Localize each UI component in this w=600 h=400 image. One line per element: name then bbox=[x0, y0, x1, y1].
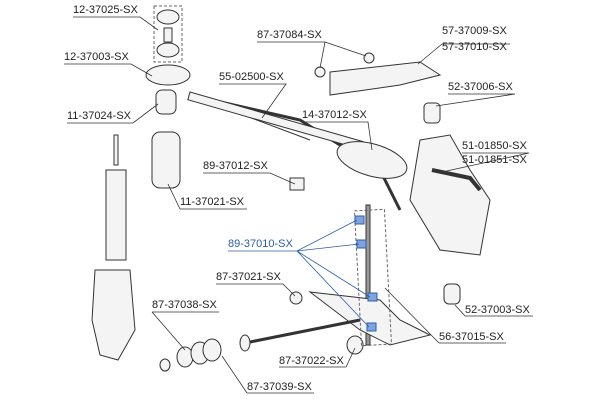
stabilizer-bushing bbox=[289, 177, 305, 191]
part-label-52-37006: 52-37006-SX bbox=[448, 81, 513, 93]
lower-control-arm bbox=[308, 291, 432, 346]
part-label-87-37022: 87-37022-SX bbox=[279, 355, 344, 367]
stabilizer-link bbox=[365, 204, 371, 346]
bushing-top bbox=[156, 9, 180, 25]
part-label-51-01850: 51-01850-SX bbox=[462, 140, 527, 152]
part-label-11-37021: 11-37021-SX bbox=[180, 196, 245, 208]
part-label-11-37024: 11-37024-SX bbox=[67, 110, 132, 122]
stabilizer-link-kit-box bbox=[353, 208, 393, 347]
part-label-87-37039: 87-37039-SX bbox=[247, 381, 312, 393]
tie-rod-end bbox=[431, 168, 482, 192]
steering-boot bbox=[336, 141, 408, 179]
arm-bushing-4 bbox=[346, 335, 364, 355]
top-mount-kit-box bbox=[153, 5, 183, 63]
parts bbox=[91, 5, 491, 372]
bushing-bottom bbox=[156, 42, 180, 58]
radius-rod-bushing-2 bbox=[202, 338, 222, 362]
part-label-87-37021: 87-37021-SX bbox=[216, 271, 281, 283]
highlight-leader-lines bbox=[228, 219, 371, 328]
part-label-57-37010: 57-37010-SX bbox=[442, 41, 507, 53]
sleeve bbox=[163, 27, 173, 43]
arm-bushing-2 bbox=[363, 52, 375, 64]
part-label-57-37009: 57-37009-SX bbox=[442, 25, 507, 37]
part-label-51-01851: 51-01851-SX bbox=[462, 154, 527, 166]
nut bbox=[159, 358, 171, 372]
steering-knuckle-lower bbox=[91, 269, 136, 361]
arm-bushing-1 bbox=[314, 66, 326, 78]
highlighted-bushings bbox=[354, 215, 378, 332]
part-label-14-37012: 14-37012-SX bbox=[302, 109, 367, 121]
part-label-87-37038: 87-37038-SX bbox=[152, 299, 217, 311]
arm-bushing-3 bbox=[289, 291, 303, 305]
part-label-89-37012: 89-37012-SX bbox=[203, 160, 268, 172]
part-label-56-37015: 56-37015-SX bbox=[439, 331, 504, 343]
radius-rod bbox=[249, 318, 361, 344]
bearing-bushing bbox=[155, 89, 177, 115]
upper-control-arm bbox=[329, 61, 442, 96]
steering-knuckle bbox=[409, 134, 491, 256]
strut-mount bbox=[145, 64, 191, 86]
leader-lines bbox=[64, 16, 533, 394]
part-label-89-37010: 89-37010-SX bbox=[228, 238, 293, 250]
shock-rod bbox=[113, 134, 119, 166]
shock-absorber bbox=[105, 169, 127, 261]
part-label-55-02500: 55-02500-SX bbox=[219, 71, 284, 83]
part-label-12-37025: 12-37025-SX bbox=[73, 4, 138, 16]
radius-rod-washer bbox=[239, 334, 251, 352]
dust-boot bbox=[151, 131, 181, 189]
upper-ball-joint bbox=[423, 102, 441, 124]
part-label-52-37003: 52-37003-SX bbox=[465, 304, 530, 316]
lower-ball-joint bbox=[443, 283, 461, 305]
part-label-12-37003: 12-37003-SX bbox=[64, 51, 129, 63]
part-label-87-37084: 87-37084-SX bbox=[257, 29, 322, 41]
